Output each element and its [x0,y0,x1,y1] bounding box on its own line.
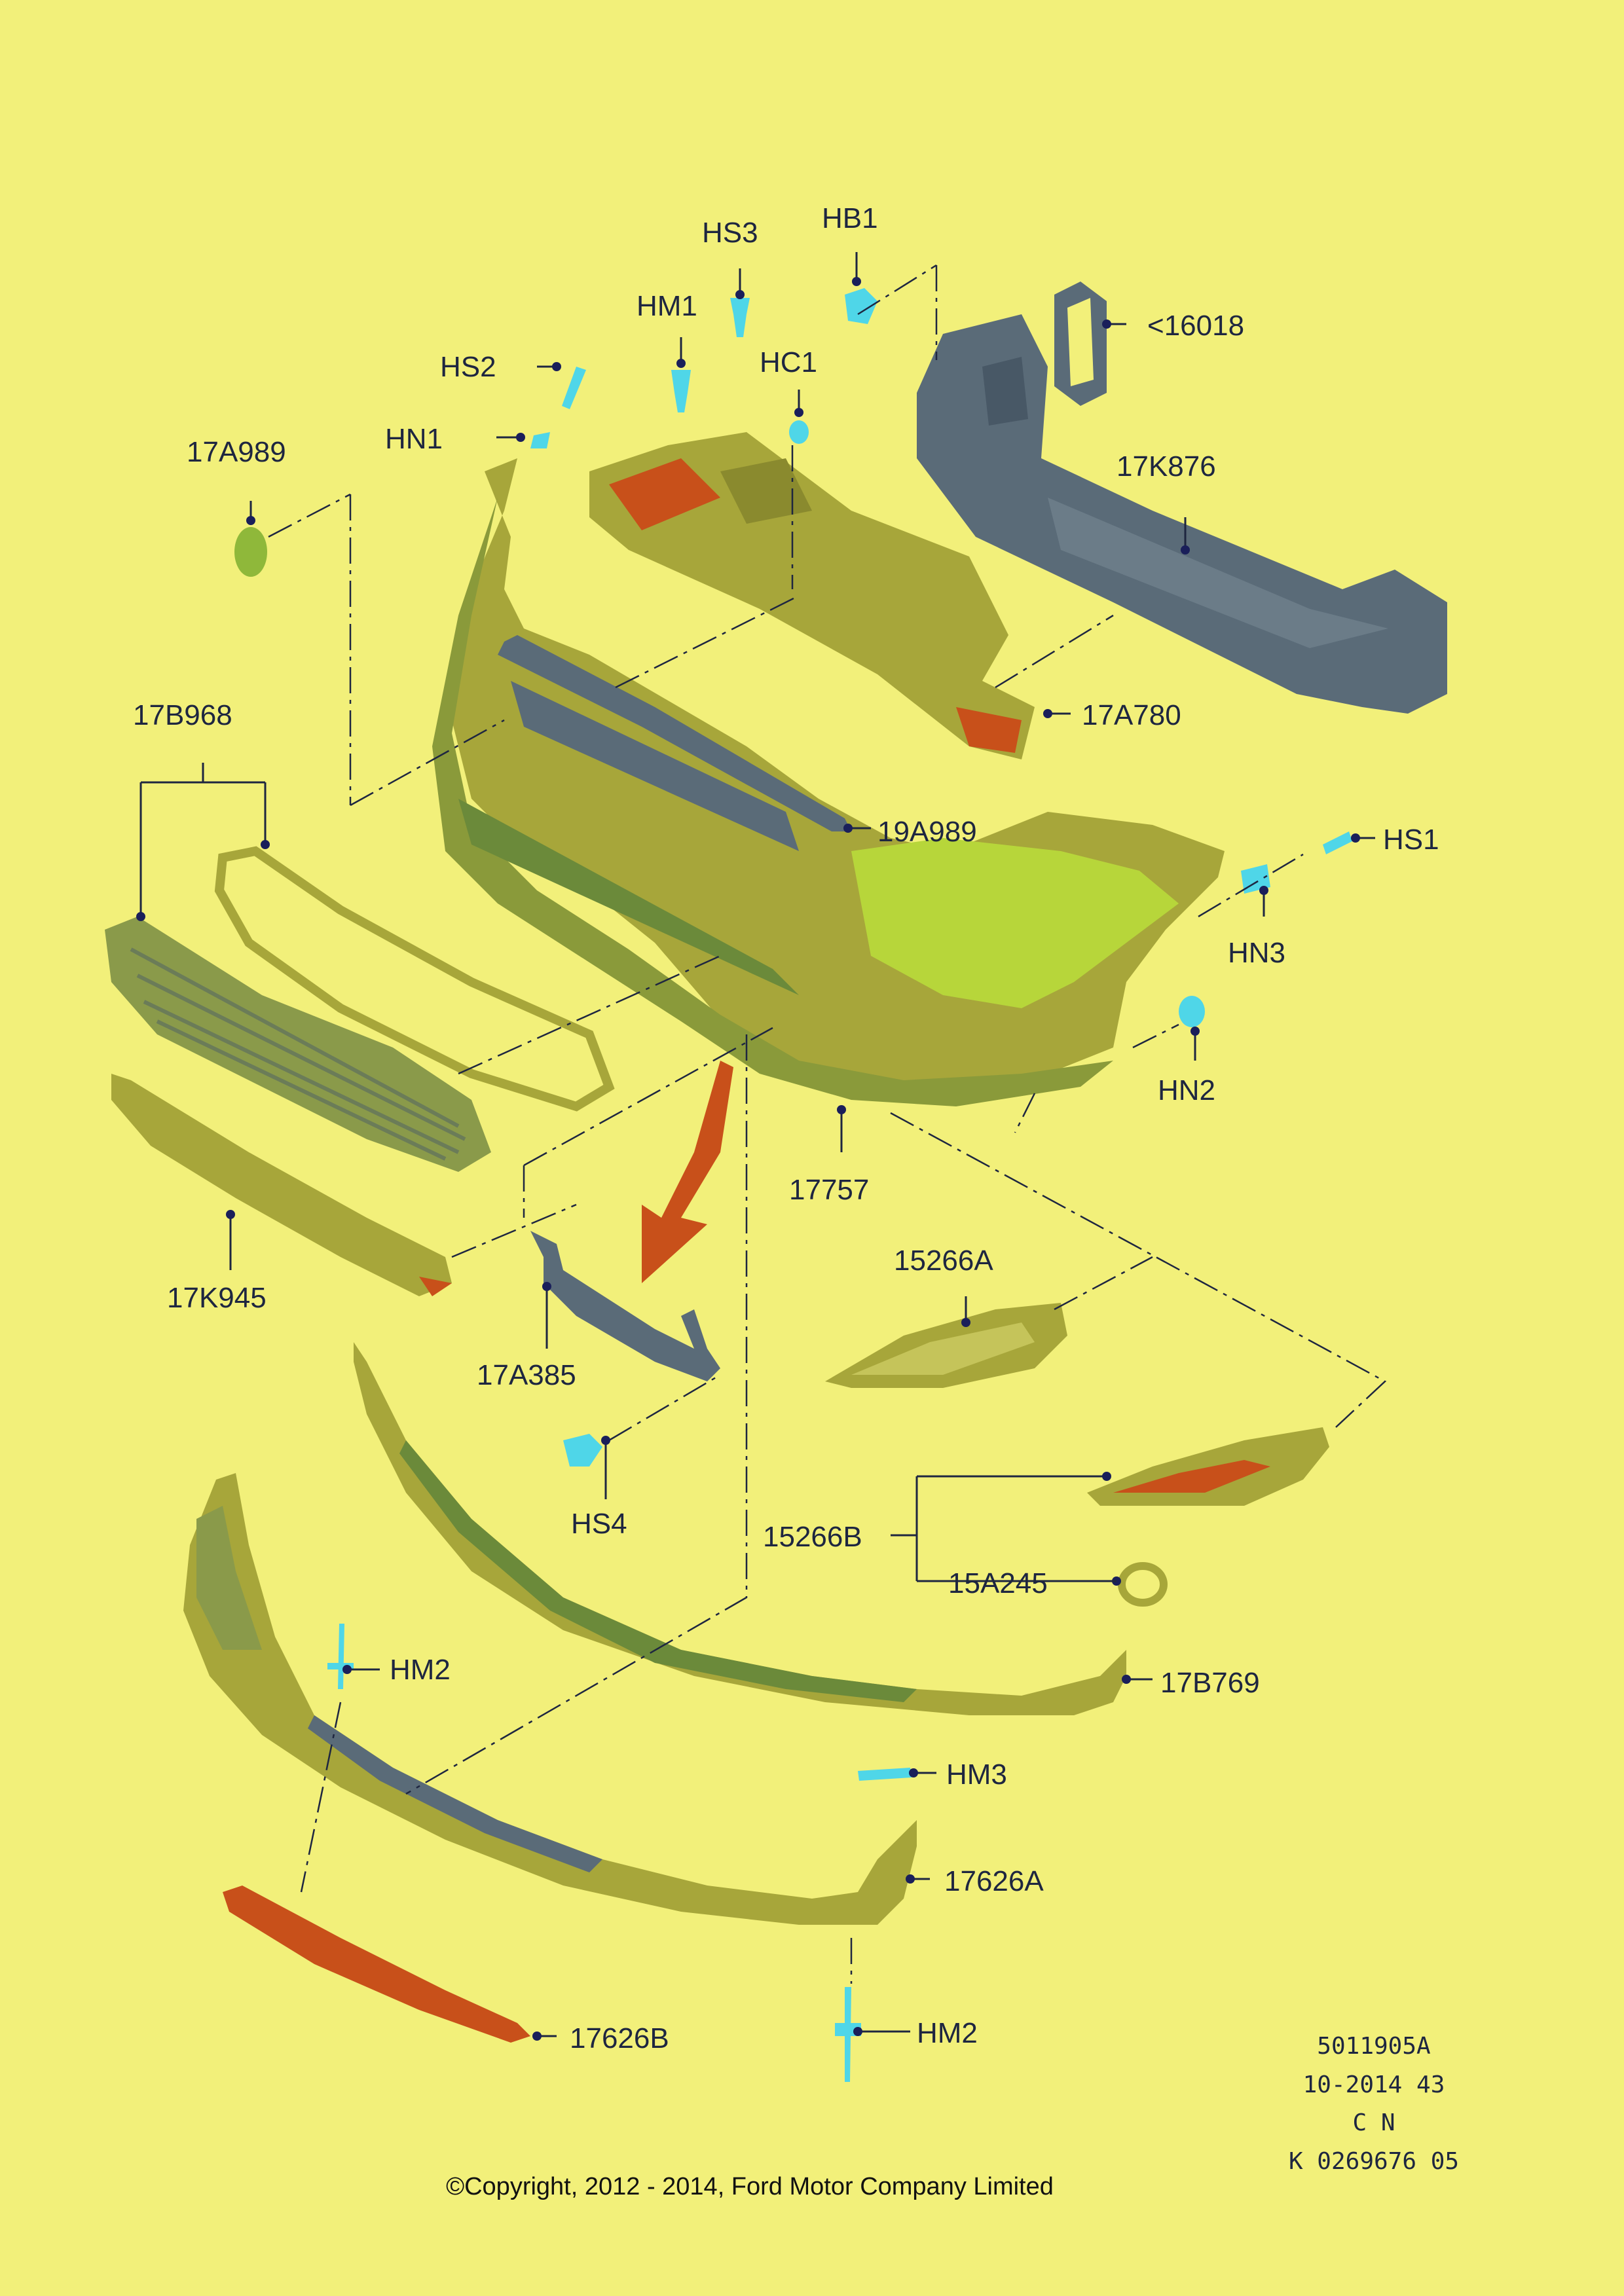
part-15266B-bezel [1087,1427,1329,1506]
label-15266B: 15266B [763,1521,862,1553]
fastener-hs1 [1323,831,1352,854]
label-17A780: 17A780 [1082,699,1181,731]
label-17626B: 17626B [570,2022,669,2054]
reference-code-block: 5011905A 10-2014 43 C N K 0269676 05 [1289,2033,1459,2175]
ref-code-3: C N [1352,2109,1395,2136]
label-16018: <16018 [1147,310,1244,342]
label-HS4: HS4 [571,1508,627,1540]
label-17A989: 17A989 [187,436,286,468]
label-17757: 17757 [789,1174,869,1206]
label-HS2: HS2 [440,351,496,383]
direction-arrow [642,1061,733,1283]
part-17K876-reinforcement [917,314,1447,714]
label-HM2-lower: HM2 [917,2017,978,2049]
fastener-hm1 [671,370,691,412]
part-15A245-ring [1118,1562,1168,1607]
label-19A989: 19A989 [877,816,977,848]
label-17626A: 17626A [944,1865,1044,1897]
fastener-hs4 [563,1434,602,1467]
part-19A989-strip [498,635,851,831]
part-16018-bracket [1054,282,1107,406]
label-17K876: 17K876 [1116,450,1216,483]
label-HB1: HB1 [822,202,878,234]
part-17626A-spoiler [183,1473,917,1925]
part-17B769-lower-panel [354,1342,1126,1715]
label-17K945: 17K945 [167,1282,267,1314]
label-HM3: HM3 [946,1758,1007,1791]
label-15A245: 15A245 [948,1567,1048,1599]
fastener-hm3 [858,1768,912,1781]
part-17626B-trim [223,1886,530,2043]
fastener-hn1 [530,432,550,448]
label-17B968: 17B968 [133,699,232,731]
ref-code-2: 10-2014 43 [1303,2071,1445,2098]
fastener-hm2-upper [327,1624,354,1689]
fastener-hs3 [730,298,750,337]
part-17757-bumper-cover [432,458,1225,1106]
fastener-hb1 [845,288,877,324]
alignment-lines [268,264,1387,1984]
label-15266A: 15266A [894,1245,993,1277]
ref-code-1: 5011905A [1317,2033,1431,2060]
fastener-hm2-lower [835,1987,861,2082]
part-17A385-bracket [530,1231,720,1381]
leaders [136,252,1375,2041]
label-HM1: HM1 [637,290,697,322]
fastener-hn2 [1179,996,1205,1027]
part-15266A-fog-bezel [825,1303,1067,1388]
fastener-hs2 [562,367,586,409]
label-HC1: HC1 [760,346,817,378]
ref-code-4: K 0269676 05 [1289,2148,1459,2175]
part-17A780-absorber [589,432,1035,759]
label-HN2: HN2 [1158,1074,1215,1106]
label-HS3: HS3 [702,217,758,249]
label-HS1: HS1 [1383,824,1439,856]
copyright-notice: ©Copyright, 2012 - 2014, Ford Motor Comp… [446,2173,1054,2200]
label-HN1: HN1 [385,423,443,455]
fastener-hc1 [789,420,809,444]
part-17K945-lower-grille [111,1074,452,1296]
label-HN3: HN3 [1228,937,1285,969]
label-17A385: 17A385 [477,1359,576,1391]
part-17B968-grille [105,846,615,1172]
label-HM2-upper: HM2 [390,1654,451,1686]
part-17A989-cap [234,527,267,577]
label-17B769: 17B769 [1160,1667,1260,1699]
